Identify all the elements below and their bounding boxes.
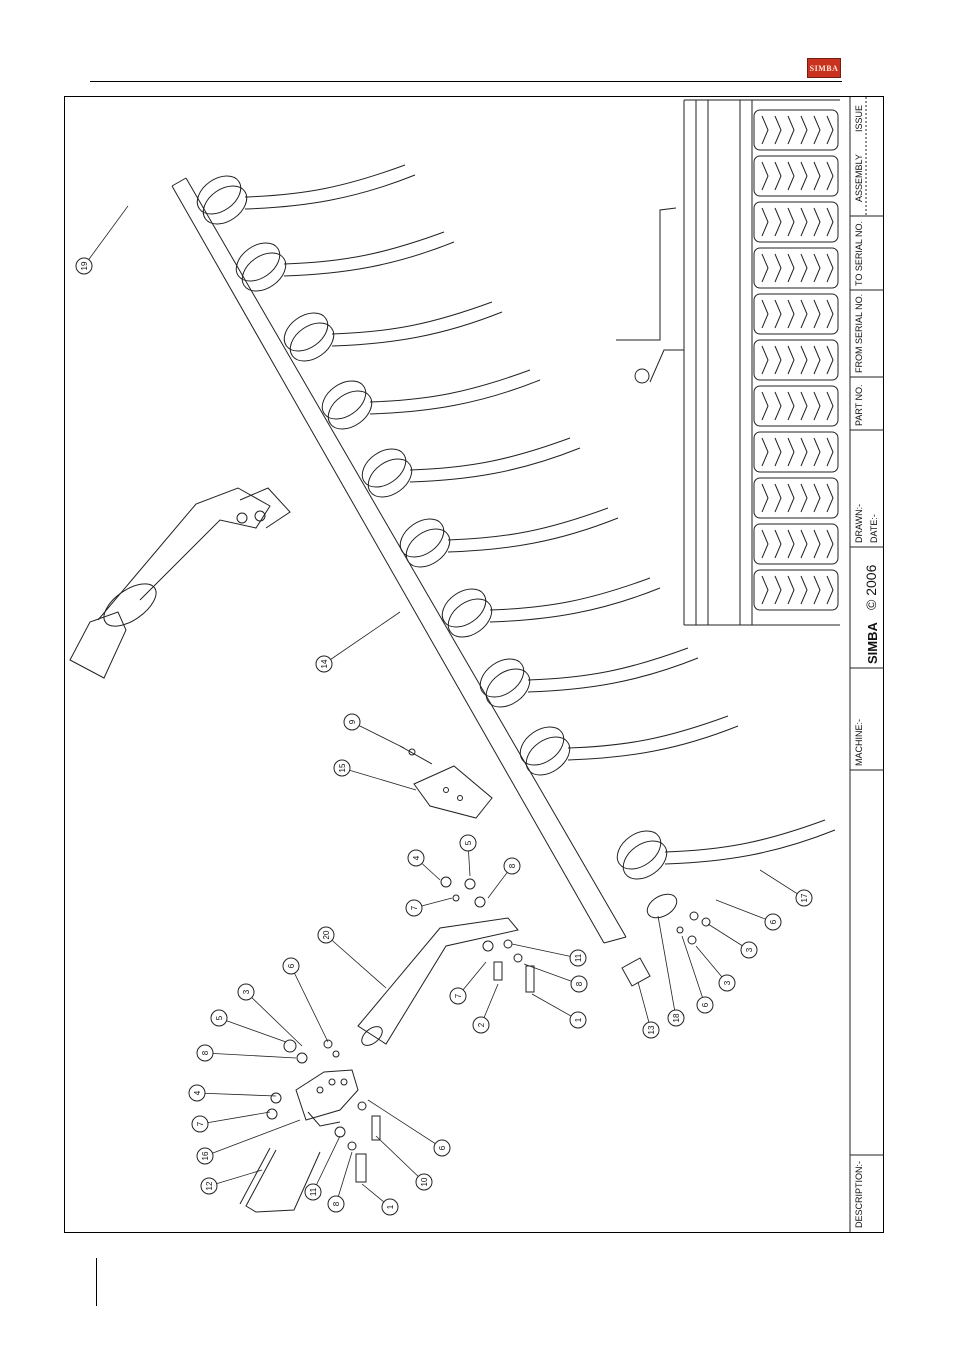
callout-number: 7 (196, 1121, 205, 1126)
upper-bracket-assembly (70, 488, 290, 678)
callout-leader (84, 206, 128, 266)
callout-leader (682, 936, 705, 1005)
assembly-label: ASSEMBLY (854, 154, 864, 202)
machine-overview-inset (616, 100, 840, 625)
fasteners (267, 749, 710, 1182)
callout-number: 8 (575, 981, 584, 986)
drawn-label: DRAWN:- (854, 504, 864, 543)
callout-number: 9 (348, 719, 357, 724)
callout-leader (291, 966, 328, 1042)
to-serial-label: TO SERIAL NO. (854, 221, 864, 286)
date-label: DATE:- (869, 514, 879, 543)
callout-number: 8 (201, 1050, 210, 1055)
callout-number: 3 (242, 989, 251, 994)
callout-number: 4 (193, 1090, 202, 1095)
callout-number: 14 (320, 659, 329, 668)
end-cap-13 (622, 958, 650, 986)
callout-number: 8 (508, 863, 517, 868)
callout-number: 13 (647, 1025, 656, 1034)
callout-leader (313, 1136, 340, 1192)
callout-number: 20 (322, 930, 331, 939)
callout-number: 1 (386, 1204, 395, 1209)
callout-leader (200, 1112, 270, 1124)
callout-number: 1 (574, 1017, 583, 1022)
callout-number: 5 (464, 840, 473, 845)
arm-20 (358, 918, 518, 1049)
callout-number: 11 (574, 953, 583, 962)
lower-plate-16 (296, 1070, 358, 1126)
callout-leader (197, 1093, 276, 1096)
callout-number: 2 (477, 1022, 486, 1027)
callout-leader (368, 1100, 442, 1148)
callouts: 1914915458720118721176336181363584716121… (76, 206, 812, 1215)
callout-number: 15 (338, 763, 347, 772)
callout-number: 16 (201, 1151, 210, 1160)
callout-leader (324, 612, 400, 664)
callout-leader (342, 768, 416, 790)
main-bar (172, 178, 626, 943)
frame-plate-15 (400, 746, 492, 818)
callout-number: 4 (412, 855, 421, 860)
callout-number: 6 (438, 1145, 447, 1150)
plate-18 (643, 889, 681, 922)
callout-leader (219, 1018, 286, 1042)
from-serial-label: FROM SERIAL NO. (854, 294, 864, 373)
callout-leader (376, 1136, 424, 1182)
part-no-label: PART NO. (854, 384, 864, 426)
callout-leader (326, 935, 386, 988)
callout-number: 3 (723, 980, 732, 985)
callout-number: 19 (80, 261, 89, 270)
callout-number: 7 (454, 993, 463, 998)
spring-tines (190, 165, 835, 887)
copyright-label: © 2006 (863, 564, 879, 610)
callout-number: 3 (745, 947, 754, 952)
issue-label: ISSUE (854, 105, 864, 132)
callout-number: 6 (769, 919, 778, 924)
callout-number: 7 (410, 905, 419, 910)
footer-rule (96, 1258, 97, 1306)
title-block-labels: ISSUE ASSEMBLY TO SERIAL NO. FROM SERIAL… (854, 105, 880, 1228)
brand-label: SIMBA (865, 622, 880, 665)
callout-leader (658, 916, 676, 1018)
callout-number: 11 (309, 1187, 318, 1196)
callout-number: 10 (420, 1177, 429, 1186)
callout-leader (352, 722, 404, 748)
machine-label: MACHINE:- (854, 719, 864, 766)
callout-number: 17 (800, 893, 809, 902)
callout-leader (524, 964, 579, 984)
callout-number: 12 (205, 1181, 214, 1190)
callout-leader (716, 900, 773, 922)
u-link-12 (240, 1148, 320, 1212)
callout-number: 5 (215, 1015, 224, 1020)
description-label: DESCRIPTION:- (854, 1161, 864, 1228)
callout-number: 6 (701, 1002, 710, 1007)
callout-number: 6 (287, 963, 296, 968)
callout-number: 18 (672, 1013, 681, 1022)
callout-leader (205, 1120, 300, 1156)
callout-number: 8 (332, 1201, 341, 1206)
callout-leader (205, 1053, 296, 1058)
